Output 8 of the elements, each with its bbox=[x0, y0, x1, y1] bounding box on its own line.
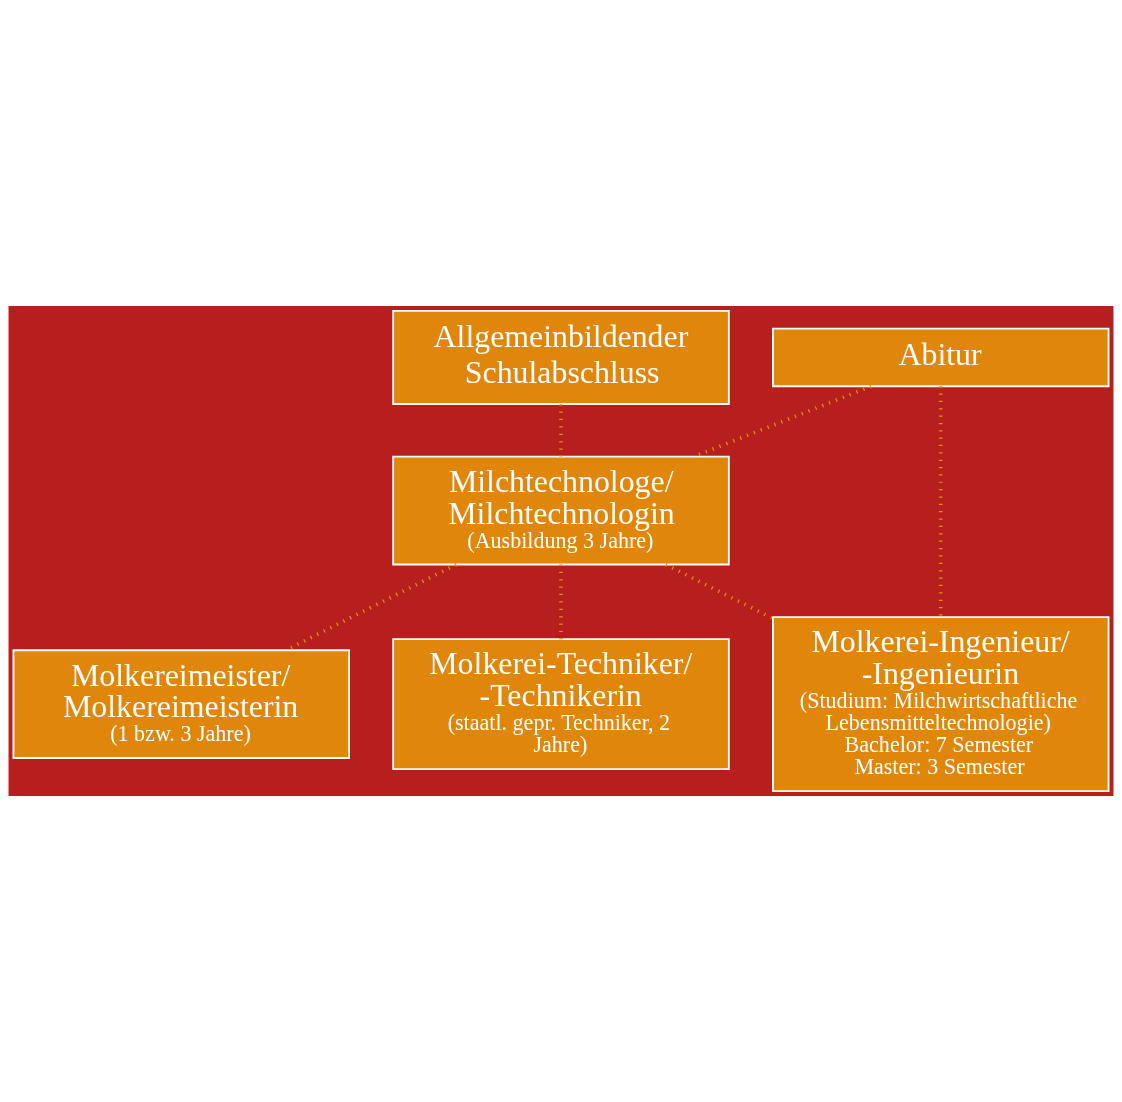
node-box: Molkereimeister/ Molkereimeisterin (1 bzw. 3 Jahre) bbox=[12, 649, 350, 759]
node-box: Milchtechnologe/ Milchtechnologin (Ausbildung 3 Jahre) bbox=[392, 455, 730, 566]
node-box: Molkerei-Ingenieur/ -Ingenieurin (Studium: Milchwirtschaftliche Lebensmitteltechnologie) Bachelor: 7 Semester Master: 3 Semester bbox=[772, 616, 1110, 792]
node-box: Abitur bbox=[772, 327, 1110, 388]
connector bbox=[664, 562, 774, 621]
node-box: Molkerei-Techniker/ -Technikerin (staatl. gepr. Techniker, 2 Jahre) bbox=[392, 638, 730, 770]
node-box: Allgemeinbildender Schulabschluss bbox=[392, 309, 730, 405]
connector bbox=[938, 386, 943, 618]
